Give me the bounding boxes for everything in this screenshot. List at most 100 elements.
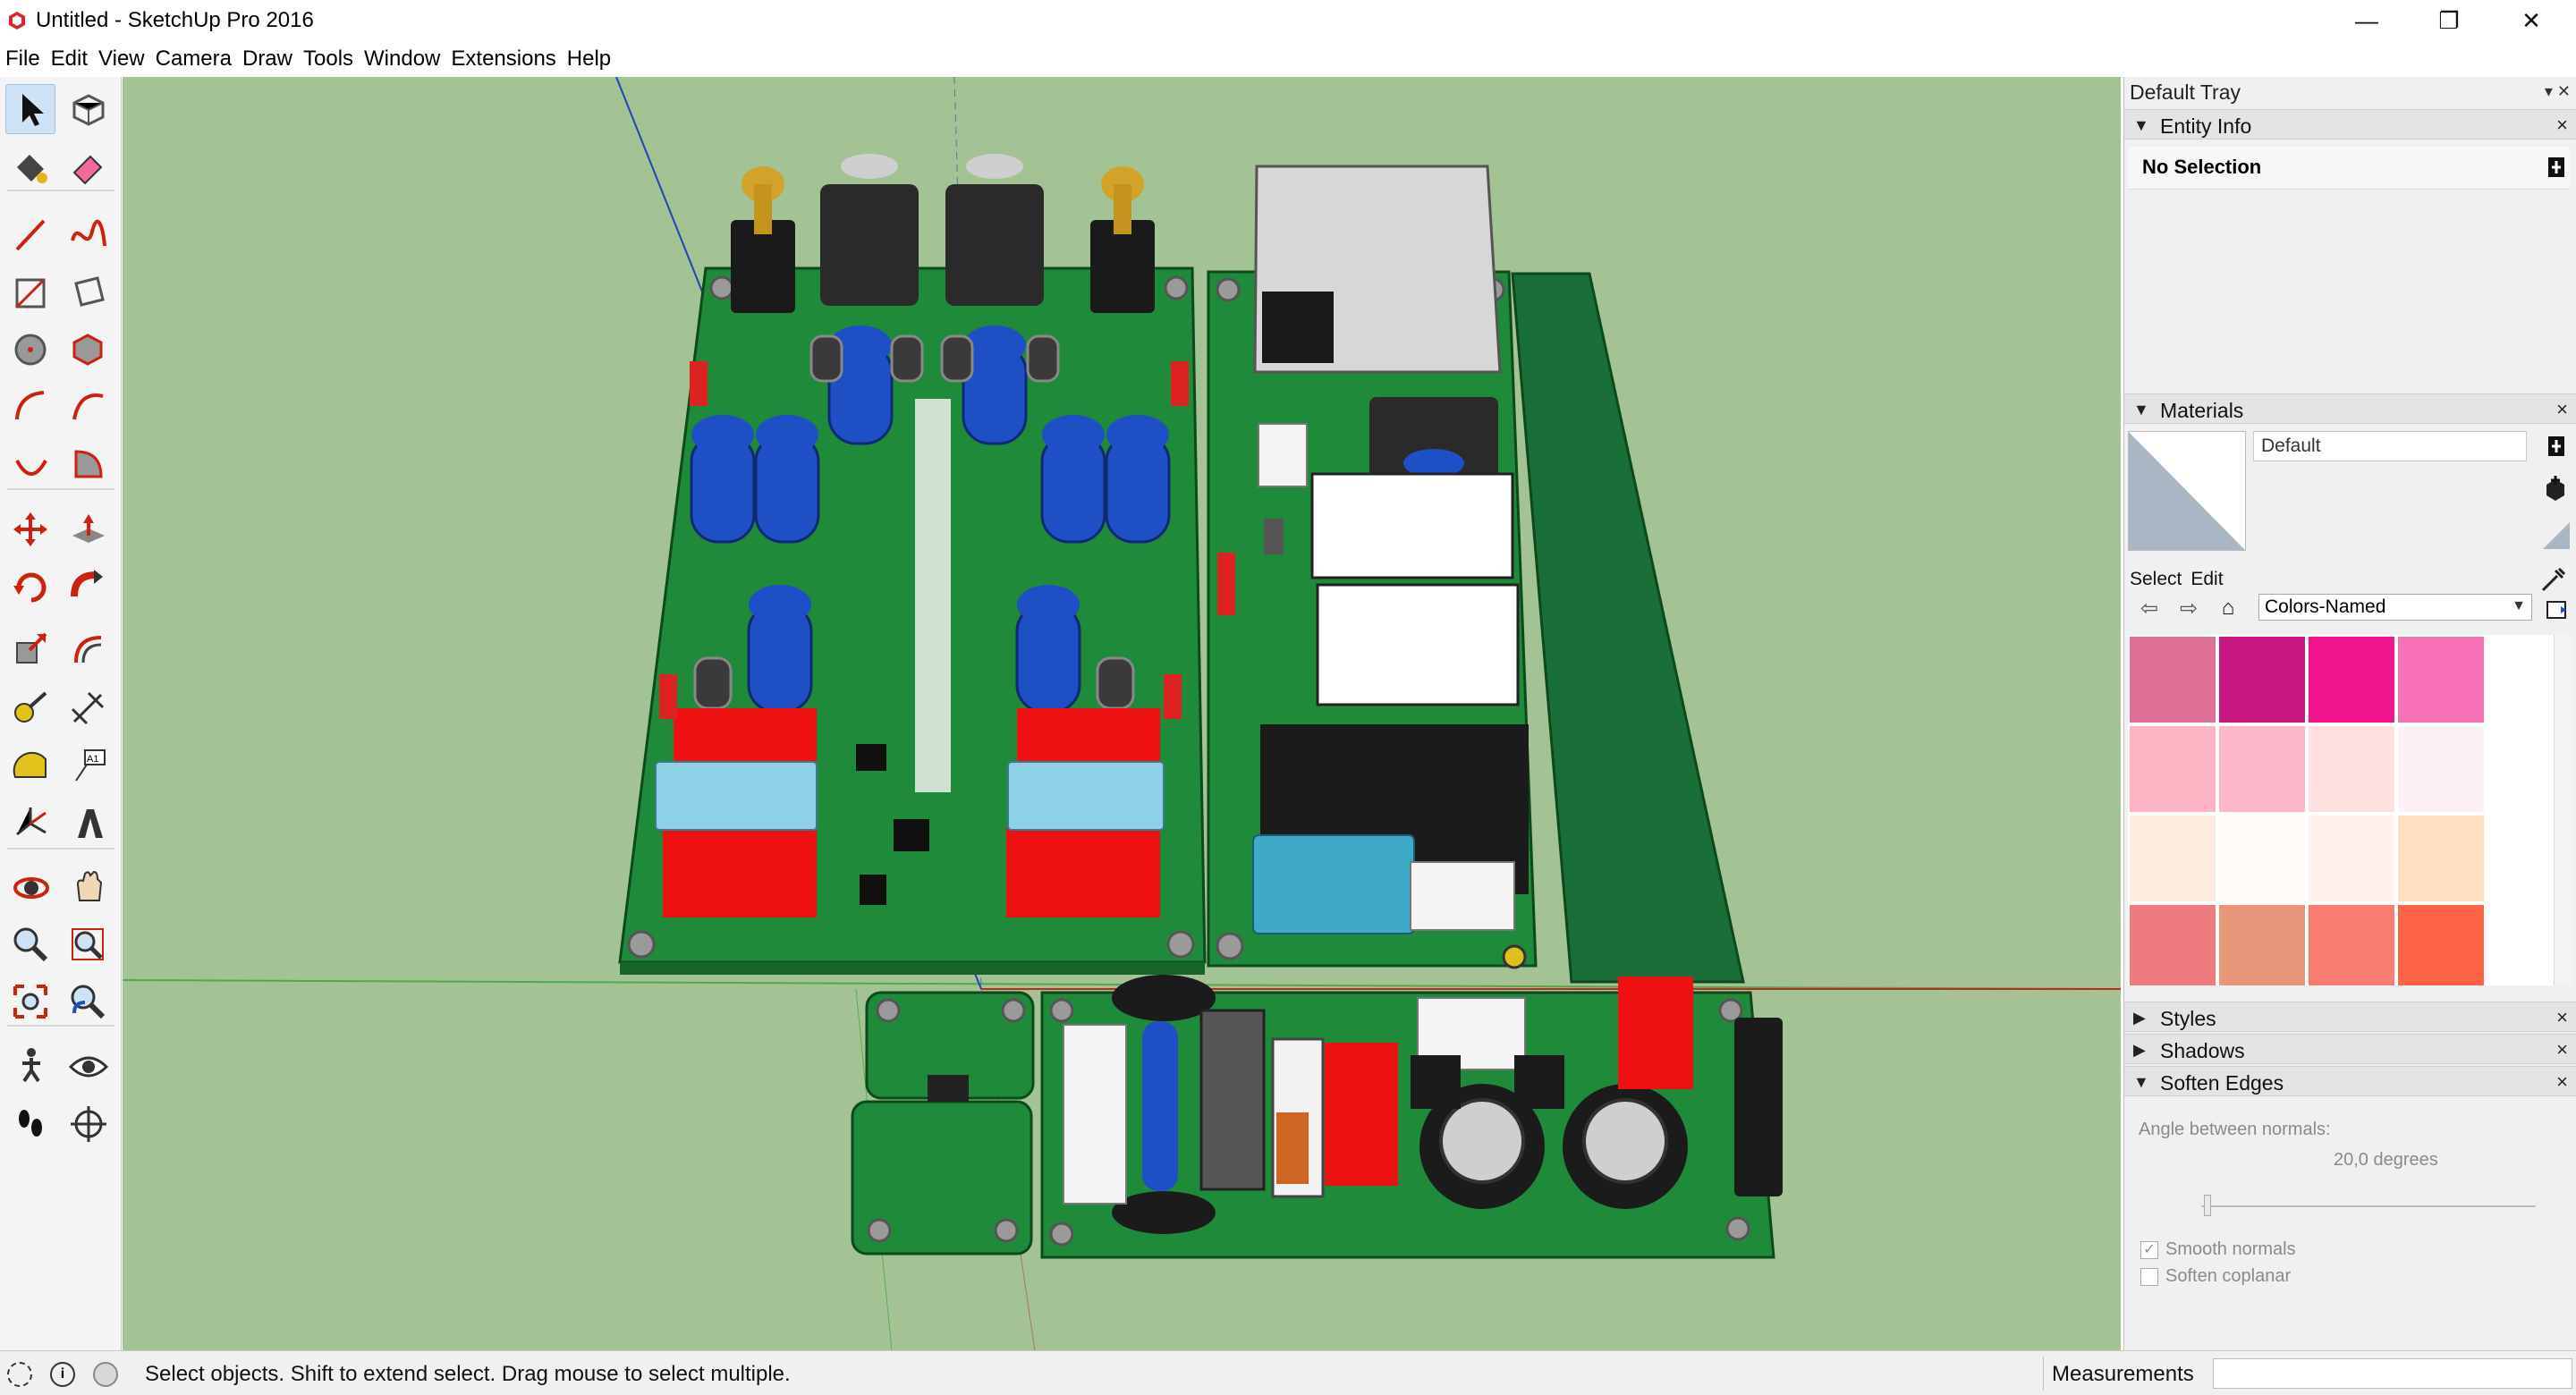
rotated-rectangle-icon[interactable]: [63, 266, 113, 317]
move-icon[interactable]: [5, 504, 55, 554]
menu-view[interactable]: View: [98, 46, 145, 71]
panel-close-icon[interactable]: ×: [2556, 398, 2568, 420]
panel-close-icon[interactable]: ×: [2556, 1070, 2568, 1093]
material-swatch[interactable]: [2398, 726, 2484, 812]
material-swatch[interactable]: [2309, 905, 2394, 985]
look-around-icon[interactable]: [63, 1041, 113, 1091]
sample-paint-icon[interactable]: [2541, 517, 2572, 551]
walk-icon[interactable]: [5, 1041, 55, 1091]
3d-text-icon[interactable]: [63, 798, 113, 848]
materials-header[interactable]: ▼ Materials ×: [2124, 393, 2576, 424]
create-material-icon[interactable]: [2541, 474, 2570, 503]
panel-close-icon[interactable]: ×: [2556, 1038, 2568, 1061]
push-pull-icon[interactable]: [63, 504, 113, 554]
dimension-icon[interactable]: [63, 681, 113, 731]
model-viewport[interactable]: [123, 77, 2121, 1350]
paint-bucket-icon[interactable]: [5, 141, 55, 191]
material-swatch[interactable]: [2219, 905, 2305, 985]
section-plane-icon[interactable]: [63, 1098, 113, 1148]
tab-edit[interactable]: Edit: [2190, 569, 2224, 589]
home-icon[interactable]: ⌂: [2221, 596, 2235, 620]
credits-icon[interactable]: i: [50, 1362, 75, 1387]
geo-location-icon[interactable]: [7, 1362, 32, 1387]
user-account-icon[interactable]: [93, 1362, 118, 1387]
scale-icon[interactable]: [5, 624, 55, 674]
polygon-icon[interactable]: [63, 324, 113, 374]
mains-board[interactable]: [1040, 975, 1783, 1259]
minimize-button[interactable]: —: [2355, 6, 2378, 34]
back-arrow-icon[interactable]: ⇦: [2140, 596, 2159, 621]
details-arrow-icon[interactable]: [2545, 597, 2570, 622]
menu-window[interactable]: Window: [364, 46, 441, 71]
panel-close-icon[interactable]: ×: [2556, 114, 2568, 136]
material-swatch[interactable]: [2309, 726, 2394, 812]
follow-me-icon[interactable]: [63, 562, 113, 612]
tray-pin-close-icon[interactable]: ▾ ✕: [2544, 82, 2571, 100]
previous-view-icon[interactable]: [63, 976, 113, 1027]
three-point-arc-icon[interactable]: [5, 438, 55, 488]
line-icon[interactable]: [5, 209, 55, 259]
menu-extensions[interactable]: Extensions: [451, 46, 556, 71]
protractor-icon[interactable]: [5, 740, 55, 790]
measurements-input[interactable]: [2213, 1358, 2572, 1389]
select-icon[interactable]: [5, 84, 55, 134]
menu-file[interactable]: File: [5, 46, 40, 71]
material-name-field[interactable]: Default: [2253, 431, 2527, 461]
small-boards[interactable]: [851, 991, 1035, 1256]
material-swatch[interactable]: [2219, 726, 2305, 812]
material-swatch[interactable]: [2130, 816, 2216, 901]
material-swatch[interactable]: [2219, 816, 2305, 901]
menu-draw[interactable]: Draw: [242, 46, 292, 71]
angle-slider-track[interactable]: [2201, 1205, 2536, 1207]
forward-arrow-icon[interactable]: ⇨: [2179, 596, 2199, 621]
rectangle-icon[interactable]: [5, 266, 55, 317]
eraser-icon[interactable]: [63, 141, 113, 191]
zoom-extents-icon[interactable]: [5, 976, 55, 1027]
tape-measure-icon[interactable]: [5, 681, 55, 731]
menu-edit[interactable]: Edit: [50, 46, 89, 71]
toggle-details-icon[interactable]: [2546, 156, 2566, 179]
material-swatch[interactable]: [2398, 816, 2484, 901]
arc-icon[interactable]: [5, 381, 55, 431]
zoom-window-icon[interactable]: [63, 919, 113, 969]
angle-slider-thumb[interactable]: [2204, 1195, 2212, 1216]
zoom-icon[interactable]: [5, 919, 55, 969]
entity-info-header[interactable]: ▼ Entity Info ×: [2124, 109, 2576, 140]
material-swatch[interactable]: [2309, 637, 2394, 723]
pie-icon[interactable]: [63, 438, 113, 488]
footprints-icon[interactable]: [5, 1098, 55, 1148]
display-secondary-pane-icon[interactable]: [2546, 435, 2566, 458]
material-swatch[interactable]: [2309, 816, 2394, 901]
material-library-select[interactable]: Colors-Named ▼: [2258, 594, 2532, 621]
close-button[interactable]: ✕: [2521, 6, 2541, 34]
amplifier-board[interactable]: [618, 154, 1207, 975]
styles-header[interactable]: ▶ Styles ×: [2124, 1002, 2576, 1032]
panel-close-icon[interactable]: ×: [2556, 1006, 2568, 1028]
circle-icon[interactable]: [5, 324, 55, 374]
eyedropper-icon[interactable]: [2539, 565, 2568, 594]
material-swatch[interactable]: [2398, 637, 2484, 723]
menu-camera[interactable]: Camera: [155, 46, 232, 71]
shadows-header[interactable]: ▶ Shadows ×: [2124, 1034, 2576, 1064]
orbit-icon[interactable]: [5, 862, 55, 912]
material-swatch[interactable]: [2130, 726, 2216, 812]
soften-edges-header[interactable]: ▼ Soften Edges ×: [2124, 1066, 2576, 1096]
smooth-normals-checkbox[interactable]: ✓: [2140, 1241, 2158, 1259]
component-icon[interactable]: [63, 84, 113, 134]
swatch-scrollbar[interactable]: [2554, 635, 2572, 985]
two-point-arc-icon[interactable]: [63, 381, 113, 431]
menu-tools[interactable]: Tools: [303, 46, 354, 71]
text-label-icon[interactable]: A1: [63, 740, 113, 790]
material-swatch[interactable]: [2130, 637, 2216, 723]
power-supply-board[interactable]: [1207, 165, 1538, 969]
maximize-button[interactable]: ❐: [2438, 6, 2460, 34]
soften-coplanar-checkbox[interactable]: [2140, 1268, 2158, 1286]
material-swatch[interactable]: [2219, 637, 2305, 723]
freehand-icon[interactable]: [63, 209, 113, 259]
material-swatch[interactable]: [2130, 905, 2216, 985]
axes-icon[interactable]: [5, 798, 55, 848]
pan-icon[interactable]: [63, 862, 113, 912]
material-swatch[interactable]: [2398, 905, 2484, 985]
menu-help[interactable]: Help: [566, 46, 612, 71]
tab-select[interactable]: Select: [2130, 569, 2182, 589]
